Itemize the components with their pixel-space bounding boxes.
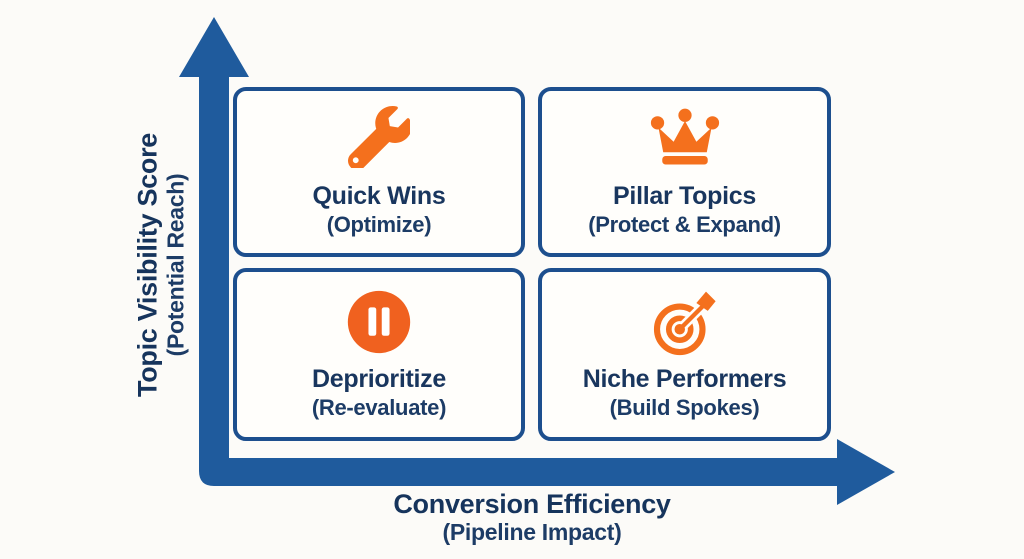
- x-axis-title: Conversion Efficiency: [393, 489, 671, 519]
- quadrant-subtitle: (Protect & Expand): [588, 212, 781, 238]
- quadrant-title: Niche Performers: [582, 364, 787, 393]
- pause-icon: [346, 289, 412, 355]
- x-axis-label: Conversion Efficiency (Pipeline Impact): [233, 489, 831, 546]
- quadrant-title: Quick Wins: [312, 182, 446, 211]
- quadrant-title: Pillar Topics: [613, 182, 756, 211]
- crown-icon: [649, 106, 721, 172]
- quadrant-niche-performers: Niche Performers (Build Spokes): [538, 268, 831, 441]
- quadrant-subtitle: (Re-evaluate): [311, 394, 447, 420]
- x-axis-arrowhead: [837, 439, 895, 505]
- wrench-icon: [347, 106, 413, 172]
- quadrant-subtitle: (Optimize): [326, 212, 432, 238]
- quadrant-subtitle: (Build Spokes): [609, 394, 760, 420]
- quadrant-deprioritize: Deprioritize (Re-evaluate): [233, 268, 525, 441]
- target-icon: [650, 289, 720, 355]
- quadrant-quick-wins: Quick Wins (Optimize): [233, 87, 525, 257]
- y-axis-label: Topic Visibility Score (Potential Reach): [133, 133, 190, 397]
- quadrant-title: Deprioritize: [312, 364, 446, 393]
- y-axis-arrowhead: [179, 17, 249, 77]
- y-axis-subtitle: (Potential Reach): [162, 173, 189, 357]
- quadrant-pillar-topics: Pillar Topics (Protect & Expand): [538, 87, 831, 257]
- y-axis-title: Topic Visibility Score: [132, 133, 163, 397]
- x-axis-subtitle: (Pipeline Impact): [442, 519, 622, 546]
